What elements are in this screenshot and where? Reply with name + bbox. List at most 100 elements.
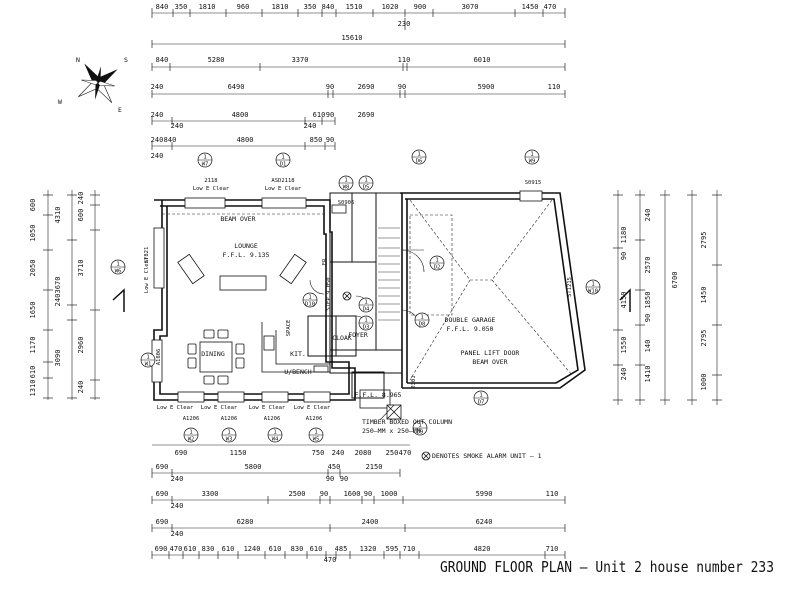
opening-tag-number: 1 (420, 315, 423, 321)
opening-tag-code: W8 (343, 185, 350, 191)
dimension-label: 90 (326, 111, 334, 119)
opening-tag-number: 1 (203, 155, 206, 161)
room-label: F.F.L. 9.135 (223, 251, 270, 259)
garage-roof-lines (162, 199, 573, 381)
section-markers (112, 288, 631, 312)
dimension-label: 840 (322, 3, 335, 11)
dimension-label: 610 (269, 545, 282, 553)
kitchen-bench (261, 322, 330, 373)
opening-tag-code: D7 (478, 400, 485, 406)
room-label: LOUNGE (234, 242, 258, 250)
dimension-label: 2690 (358, 111, 375, 119)
dimension-label: 15610 (341, 34, 362, 42)
dimension-label: 3070 (462, 3, 479, 11)
dimension-label: 840 (156, 3, 169, 11)
room-label: BEAM OVER (220, 215, 255, 223)
opening-tag-number: 1 (530, 152, 533, 158)
dimension-label: 240 (620, 368, 628, 381)
dimension-label: 595 (386, 545, 399, 553)
dimension-label: 90 (620, 252, 628, 260)
dimension-label: 240 (304, 122, 317, 130)
opening-tag-number: 1 (308, 295, 311, 301)
dimension-label: 90 (340, 475, 348, 483)
opening-tag-code: D5 (363, 185, 370, 191)
top-dimension-lines (152, 12, 565, 147)
dimension-label: 6010 (474, 56, 491, 64)
dimension-label: 240 (151, 152, 164, 160)
stair-treads (378, 227, 400, 321)
dimension-label: 610 (313, 111, 326, 119)
opening-tag-number: 1 (116, 262, 119, 268)
drawing-title: GROUND FLOOR PLAN – Unit 2 house number … (440, 558, 774, 576)
window-label: Low E Clear (193, 186, 230, 192)
dimension-label: 4800 (232, 111, 249, 119)
dimension-label: 4310 (54, 207, 62, 224)
dimension-label: 3090 (54, 350, 62, 367)
opening-tag-code: D6 (416, 159, 423, 165)
dimension-label: 830 (202, 545, 215, 553)
dimension-label: 240 (332, 449, 345, 457)
opening-tag-code: W4 (272, 437, 279, 443)
opening-tag-number: 1 (344, 178, 347, 184)
dimension-label: 6490 (228, 83, 245, 91)
dimension-label: 350 (175, 3, 188, 11)
window-label: Low E Clear (157, 405, 194, 411)
opening-tag-code: D10 (305, 302, 315, 308)
opening-tag-code: W7 (202, 162, 209, 168)
plan-note: TIMBER BOXED OUT COLUMN (362, 418, 452, 426)
smoke-alarm-icon (342, 291, 431, 461)
compass-rose (78, 63, 118, 103)
plan-note: DENOTES SMOKE ALARM UNIT – 1 (432, 452, 542, 460)
dimension-label: 470 (324, 556, 337, 564)
dimension-label: 5800 (245, 463, 262, 471)
dining-furniture (187, 329, 245, 385)
window-label: Low E Clear (294, 405, 331, 411)
dimension-label: 2080 (355, 449, 372, 457)
dimension-label: 2795 (700, 330, 708, 347)
dimension-label: 1810 (272, 3, 289, 11)
rotated-label: FR (322, 258, 328, 265)
window-label: A1206 (264, 416, 281, 422)
room-label: FOYER (348, 331, 368, 339)
dimension-label: 2050 (29, 260, 37, 277)
dimension-label: 240 (77, 192, 85, 205)
dimension-label: 240 (171, 475, 184, 483)
lounge-furniture (177, 253, 307, 291)
dimension-label: 840 (164, 136, 177, 144)
rotated-label: Low E Clear (144, 256, 150, 293)
dimension-label: 230 (398, 20, 411, 28)
dimension-label: 3300 (202, 490, 219, 498)
opening-tag-number: 1 (281, 155, 284, 161)
opening-tag-code: W2 (188, 437, 195, 443)
dimension-label: 1050 (29, 225, 37, 242)
dimension-label: 5280 (208, 56, 225, 64)
dimension-label: 90 (364, 490, 372, 498)
room-label: BEAM OVER (472, 358, 507, 366)
dimension-label: 2960 (77, 337, 85, 354)
column-leader-line (379, 404, 395, 421)
dimension-label: 1810 (199, 3, 216, 11)
compass-label-n: N (76, 56, 80, 64)
rotated-label: STEP 9.050 (326, 277, 332, 310)
room-label: CLOAK (332, 334, 352, 342)
dimension-label: 850 (310, 136, 323, 144)
opening-tag-code: D3 (363, 325, 370, 331)
dimension-label: 350 (304, 3, 317, 11)
dimension-label: 1850 (644, 292, 652, 309)
dimension-label: 240 (77, 381, 85, 394)
dimension-label: 600 (77, 209, 85, 222)
opening-tag-code: W3 (226, 437, 233, 443)
dimension-label: 140 (644, 340, 652, 353)
opening-tag-number: 1 (418, 423, 421, 429)
top-dimension-ticks (151, 8, 566, 150)
side-dimension-lines (47, 190, 718, 405)
window-label: 2118 (204, 178, 217, 184)
dimension-label: 2500 (289, 490, 306, 498)
opening-tag-code: D9 (417, 430, 424, 436)
opening-tag-code: D1 (280, 162, 287, 168)
left-dimension-labels: 6001050205016501170610131043103670309024… (29, 192, 85, 397)
opening-tag-code: D2 (434, 265, 441, 271)
dimension-label: 1550 (620, 337, 628, 354)
